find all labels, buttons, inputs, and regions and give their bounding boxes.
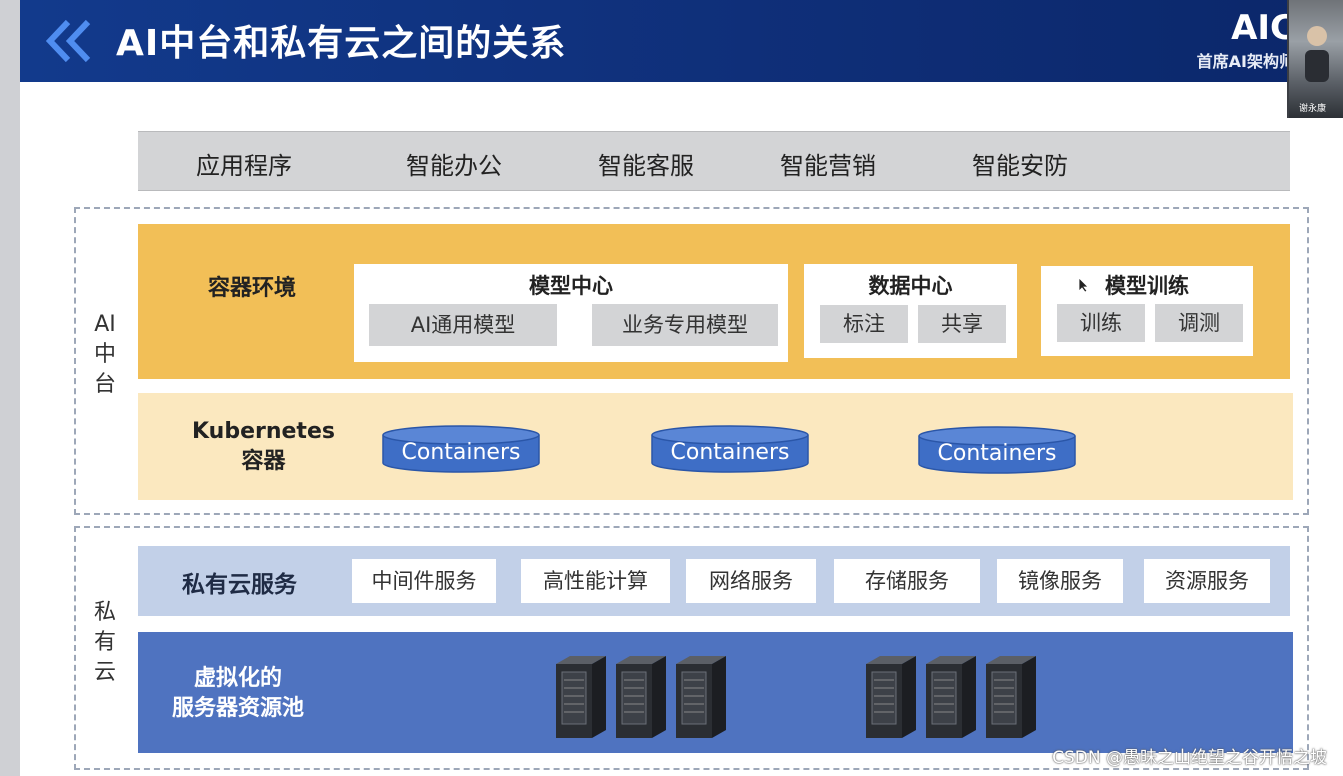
server-rack-icon — [866, 656, 916, 738]
kubernetes-layer: Kubernetes 容器 Containers Containers Cont… — [138, 393, 1293, 500]
private-cloud-services: 私有云服务 中间件服务 高性能计算 网络服务 存储服务 镜像服务 资源服务 — [138, 546, 1290, 616]
kubernetes-title: Kubernetes 容器 — [192, 417, 335, 477]
title-line: Kubernetes — [192, 419, 335, 444]
csdn-watermark: CSDN @愚昧之山绝望之谷开悟之坡 — [1052, 748, 1327, 768]
title-line: 容器 — [241, 449, 286, 474]
service-hpc: 高性能计算 — [521, 559, 670, 603]
service-network: 网络服务 — [686, 559, 816, 603]
service-resource: 资源服务 — [1144, 559, 1270, 603]
panel-title: 模型中心 — [529, 274, 613, 298]
ai-platform-label: AI 中 台 — [90, 310, 120, 400]
slide: AI中台和私有云之间的关系 AIC 首席AI架构师 谢永康 应用程序 智能办公 … — [20, 0, 1343, 776]
double-chevron-left-icon — [40, 16, 100, 70]
apps-item-smart-marketing: 智能营销 — [780, 152, 876, 180]
container-label: Containers — [401, 440, 521, 465]
apps-item-smart-security: 智能安防 — [972, 152, 1068, 180]
chip-labeling: 标注 — [820, 305, 908, 343]
apps-item-smart-office: 智能办公 — [406, 152, 502, 180]
panel-title: 模型训练 — [1105, 274, 1189, 298]
brand-logo: AIC — [1231, 8, 1295, 48]
data-center-panel: 数据中心 标注 共享 — [804, 264, 1017, 358]
label-line: 私 — [93, 600, 116, 625]
label-line: 台 — [93, 372, 116, 397]
cylinder-icon — [382, 425, 540, 473]
service-image: 镜像服务 — [997, 559, 1123, 603]
chip-business-model: 业务专用模型 — [592, 304, 778, 346]
applications-bar: 应用程序 智能办公 智能客服 智能营销 智能安防 — [138, 131, 1290, 191]
label-line: AI — [94, 312, 116, 337]
model-training-panel: 模型训练 训练 调测 — [1041, 266, 1253, 356]
chip-training: 训练 — [1057, 304, 1145, 342]
title-line: 虚拟化的 — [194, 666, 283, 691]
server-pool-title: 虚拟化的 服务器资源池 — [172, 664, 304, 724]
services-title: 私有云服务 — [182, 572, 297, 598]
slide-header: AI中台和私有云之间的关系 AIC 首席AI架构师 — [20, 0, 1343, 82]
server-rack-icon — [676, 656, 726, 738]
video-thumbnail[interactable]: 谢永康 — [1287, 0, 1343, 118]
panel-title: 数据中心 — [868, 274, 953, 298]
mouse-cursor-icon — [1078, 277, 1089, 293]
label-line: 云 — [93, 660, 116, 685]
title-line: 服务器资源池 — [172, 696, 305, 721]
container-env-title: 容器环境 — [208, 276, 297, 301]
container-label: Containers — [670, 440, 790, 465]
ai-platform-region — [74, 207, 1309, 515]
cylinder-icon — [651, 425, 809, 473]
container-environment: 容器环境 模型中心 AI通用模型 业务专用模型 数据中心 标注 共享 模型训练 … — [138, 224, 1290, 379]
chip-debugging: 调测 — [1155, 304, 1243, 342]
apps-item-smart-service: 智能客服 — [598, 152, 694, 180]
service-middleware: 中间件服务 — [352, 559, 496, 603]
apps-item-label: 应用程序 — [196, 152, 292, 180]
brand-subtitle: 首席AI架构师 — [1196, 52, 1295, 71]
server-rack-icon — [556, 656, 606, 738]
private-cloud-label: 私 有 云 — [90, 598, 120, 688]
container-cylinder: Containers — [651, 425, 809, 473]
label-line: 中 — [93, 342, 116, 367]
server-rack-icon — [986, 656, 1036, 738]
left-screen-edge — [0, 0, 20, 776]
container-label: Containers — [937, 441, 1057, 466]
chip-general-model: AI通用模型 — [369, 304, 557, 346]
model-center-panel: 模型中心 AI通用模型 业务专用模型 — [354, 264, 788, 362]
label-line: 有 — [93, 630, 116, 655]
chip-sharing: 共享 — [918, 305, 1006, 343]
video-participant-name: 谢永康 — [1299, 104, 1327, 114]
container-cylinder: Containers — [382, 425, 540, 473]
server-rack-icon — [616, 656, 666, 738]
page-title: AI中台和私有云之间的关系 — [116, 23, 567, 64]
server-rack-icon — [926, 656, 976, 738]
server-resource-pool: 虚拟化的 服务器资源池 — [138, 632, 1293, 753]
service-storage: 存储服务 — [834, 559, 980, 603]
cylinder-icon — [918, 426, 1076, 474]
private-cloud-region — [74, 526, 1309, 770]
container-cylinder: Containers — [918, 426, 1076, 474]
person-icon — [1305, 26, 1329, 82]
